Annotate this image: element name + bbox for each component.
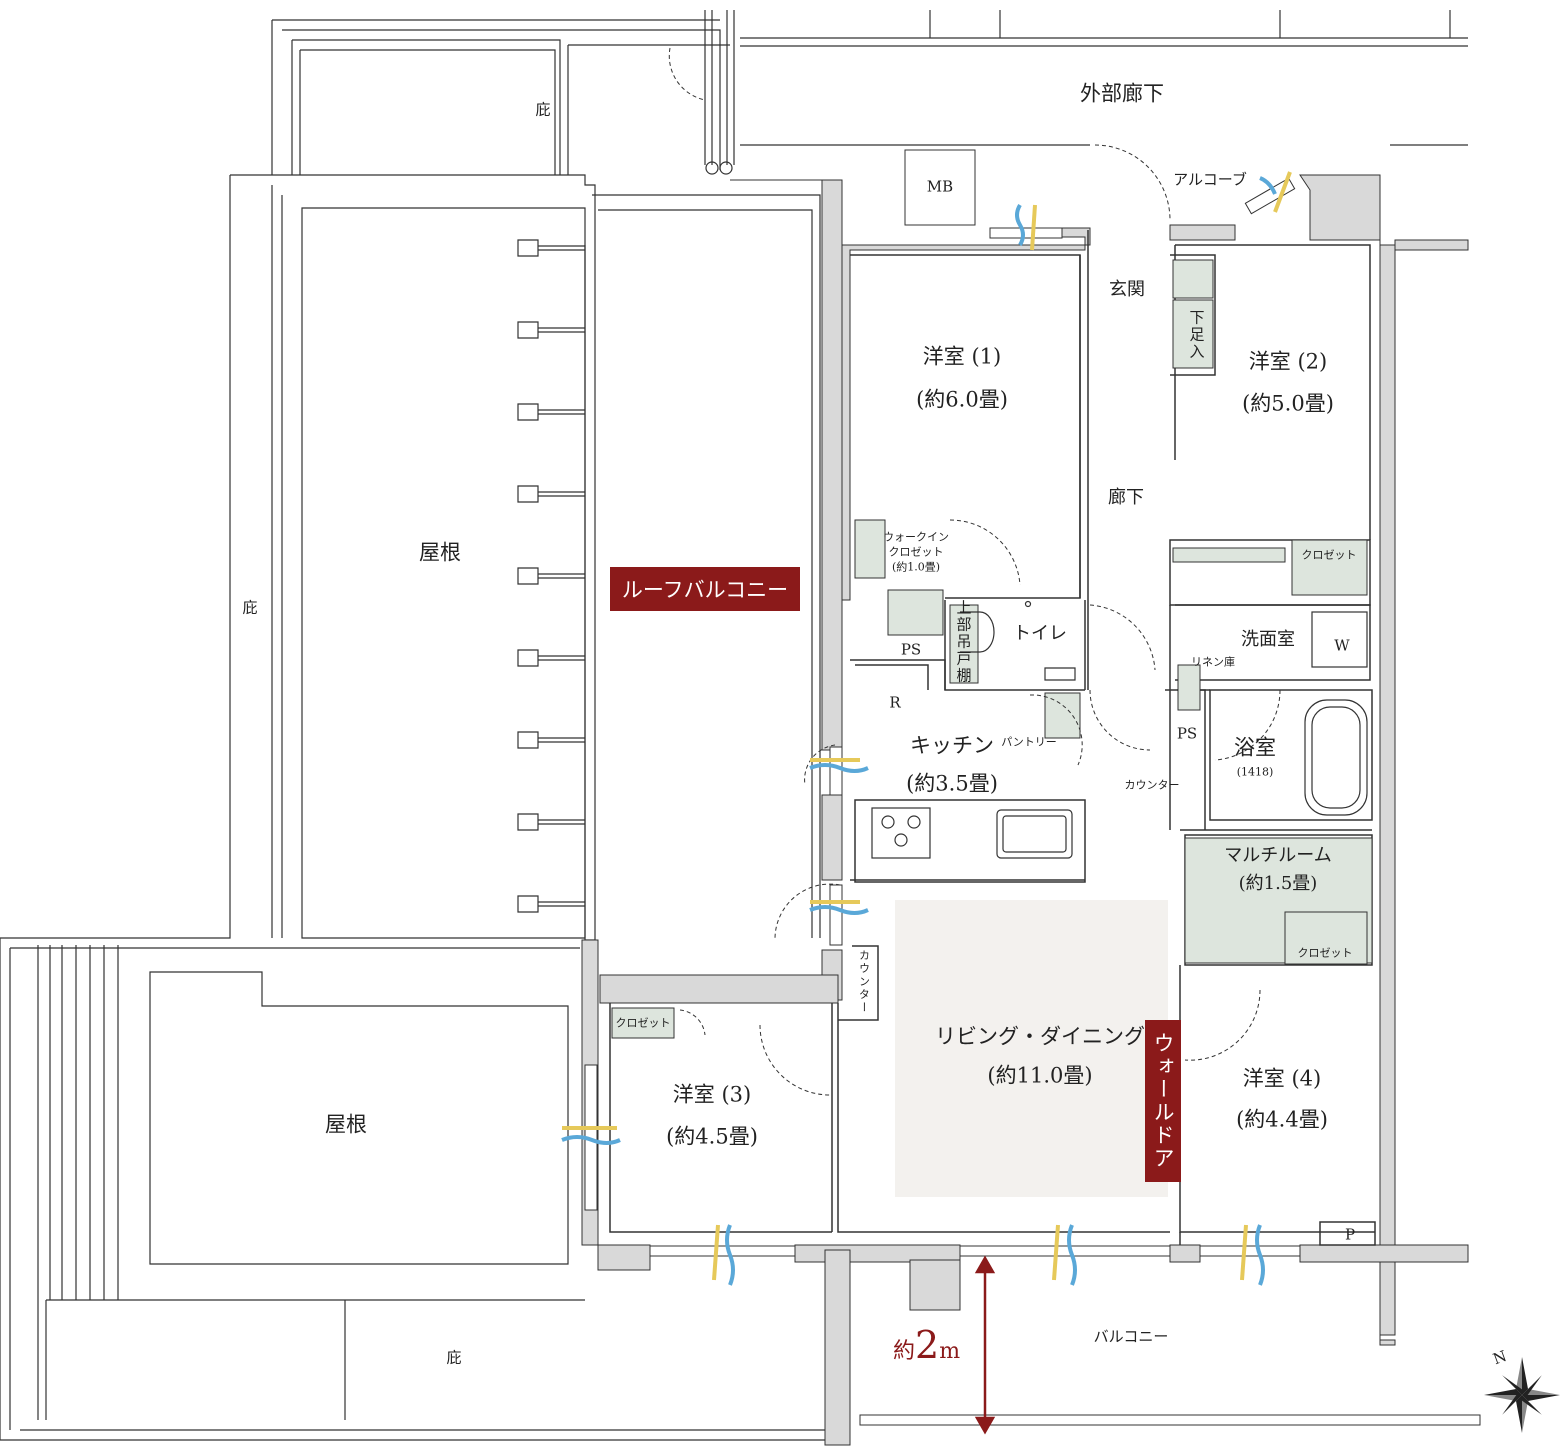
label-room3-name: 洋室 (3) (672, 1082, 752, 1107)
label-genkan: 玄関 (1109, 279, 1145, 300)
label-ps-2: PS (1176, 724, 1198, 743)
label-kitchen-size: (約3.5畳) (906, 771, 998, 796)
label-wic-size: (約1.0畳) (891, 560, 941, 574)
label-wic-line2: クロゼット (888, 545, 944, 559)
label-getabako: 下足入 (1187, 309, 1206, 361)
depth-value: 2 (915, 1323, 940, 1367)
label-corridor: 廊下 (1108, 487, 1144, 508)
wall-door-badge: ウォールドア (1145, 1020, 1181, 1182)
depth-prefix: 約 (893, 1339, 916, 1364)
label-toilet: トイレ (1013, 623, 1067, 644)
label-roof-left: 屋根 (419, 540, 461, 565)
label-room1-size: (約6.0畳) (916, 387, 1008, 412)
label-washer: W (1334, 636, 1350, 655)
label-kitchen-name: キッチン (910, 733, 994, 758)
label-bath-size: (1418) (1236, 765, 1274, 779)
depth-unit: m (939, 1339, 961, 1364)
label-upper-cabinet: 上部吊戸棚 (954, 599, 973, 685)
label-mb: MB (926, 177, 954, 196)
label-fridge: R (889, 693, 901, 712)
label-closet-2: クロゼット (1301, 548, 1357, 562)
label-room2-name: 洋室 (2) (1248, 349, 1328, 374)
label-room4-size: (約4.4畳) (1236, 1107, 1328, 1132)
label-linen: リネン庫 (1191, 655, 1235, 669)
label-hisashi-left: 庇 (242, 598, 258, 617)
label-hisashi-top: 庇 (535, 100, 551, 119)
label-external-corridor: 外部廊下 (1080, 81, 1164, 106)
label-room1-name: 洋室 (1) (922, 344, 1002, 369)
label-pantry: パントリー (1001, 735, 1057, 749)
label-closet-4: クロゼット (1297, 946, 1353, 960)
label-hisashi-bottom: 庇 (446, 1348, 462, 1367)
label-room4-name: 洋室 (4) (1242, 1066, 1322, 1091)
roof-balcony-badge: ルーフバルコニー (610, 567, 800, 611)
label-alcove: アルコーブ (1173, 170, 1247, 189)
label-ps-1: PS (900, 640, 922, 659)
label-counter-2: カウンター (857, 949, 871, 1015)
label-counter-1: カウンター (1124, 778, 1180, 792)
label-washroom: 洗面室 (1241, 629, 1295, 650)
label-room2-size: (約5.0畳) (1242, 391, 1334, 416)
label-closet-3: クロゼット (615, 1016, 671, 1030)
label-wic-line1: ウォークイン (883, 530, 949, 544)
label-p: P (1344, 1225, 1356, 1244)
label-bath-name: 浴室 (1234, 735, 1276, 760)
label-balcony: バルコニー (1093, 1327, 1169, 1346)
label-multi-name: マルチルーム (1224, 845, 1332, 866)
label-room3-size: (約4.5畳) (666, 1124, 758, 1149)
north-compass-icon (1484, 1357, 1560, 1433)
label-multi-size: (約1.5畳) (1238, 873, 1318, 894)
label-living-size: (約11.0畳) (987, 1063, 1093, 1088)
balcony-depth-label: 約2m (893, 1326, 960, 1364)
label-roof-bottom: 屋根 (325, 1112, 367, 1137)
label-living-name: リビング・ダイニング (935, 1024, 1145, 1049)
